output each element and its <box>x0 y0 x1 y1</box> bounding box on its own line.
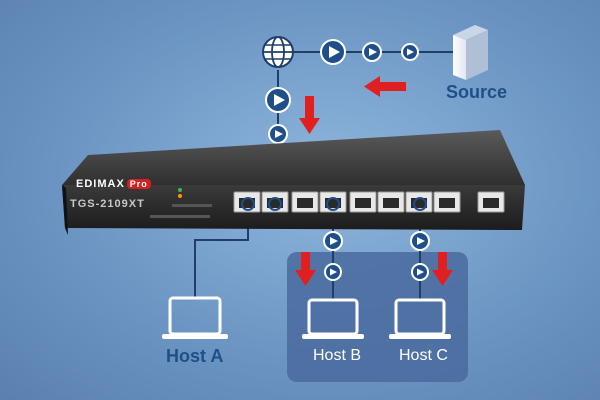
server-icon <box>453 25 488 80</box>
down-arrow-icon <box>295 252 316 286</box>
red-arrows <box>295 76 453 286</box>
network-switch <box>62 130 525 235</box>
left-arrow-icon <box>364 76 406 97</box>
host-c-label: Host C <box>399 347 448 364</box>
led-panel <box>150 188 212 218</box>
down-arrow-icon <box>299 96 320 134</box>
globe-icon <box>262 36 294 68</box>
source-label: Source <box>446 82 508 102</box>
laptop-icon <box>389 298 451 339</box>
brand-name: EDIMAX <box>76 178 125 190</box>
brand-pro-badge: Pro <box>126 179 151 189</box>
laptop-icon <box>162 296 228 339</box>
port-sockets <box>239 198 499 208</box>
laptop-icon <box>302 298 364 339</box>
play-triangles <box>274 46 425 276</box>
switch-model: TGS-2109XT <box>70 198 145 210</box>
host-b-label: Host B <box>313 347 362 364</box>
host-a-label: Host A <box>166 346 224 366</box>
down-arrow-icon <box>432 252 453 286</box>
